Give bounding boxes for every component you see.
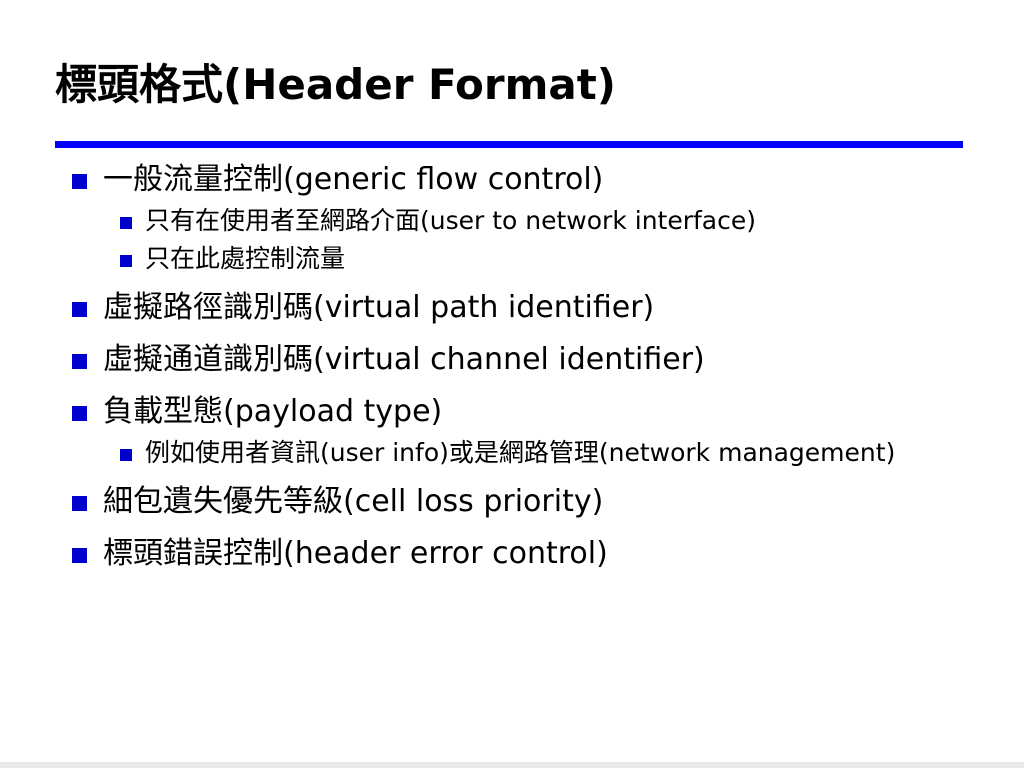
square-bullet-icon bbox=[120, 217, 132, 229]
title-underline bbox=[55, 141, 963, 148]
sub-bullet-text: 只在此處控制流量 bbox=[145, 244, 346, 273]
bullet-item: 一般流量控制(generic flow control) bbox=[70, 160, 960, 200]
bullet-list: 一般流量控制(generic flow control) 只有在使用者至網路介面… bbox=[70, 160, 960, 574]
sub-bullet-item: 只有在使用者至網路介面(user to network interface) bbox=[70, 204, 960, 238]
bullet-text: 一般流量控制(generic flow control) bbox=[103, 162, 604, 197]
bullet-item: 負載型態(payload type) bbox=[70, 392, 960, 432]
bullet-item: 細包遺失優先等級(cell loss priority) bbox=[70, 482, 960, 522]
square-bullet-icon bbox=[120, 255, 132, 267]
square-bullet-icon bbox=[72, 406, 87, 421]
bullet-text: 負載型態(payload type) bbox=[103, 394, 443, 429]
bullet-text: 虛擬路徑識別碼(virtual path identifier) bbox=[103, 290, 655, 325]
square-bullet-icon bbox=[120, 449, 132, 461]
bullet-item: 標頭錯誤控制(header error control) bbox=[70, 534, 960, 574]
bullet-text: 細包遺失優先等級(cell loss priority) bbox=[103, 484, 604, 519]
slide-title: 標頭格式(Header Format) bbox=[55, 60, 616, 109]
sub-bullet-text: 只有在使用者至網路介面(user to network interface) bbox=[145, 206, 756, 235]
square-bullet-icon bbox=[72, 354, 87, 369]
bullet-text: 虛擬通道識別碼(virtual channel identifier) bbox=[103, 342, 705, 377]
square-bullet-icon bbox=[72, 302, 87, 317]
square-bullet-icon bbox=[72, 174, 87, 189]
square-bullet-icon bbox=[72, 548, 87, 563]
bullet-text: 標頭錯誤控制(header error control) bbox=[103, 536, 608, 571]
bullet-item: 虛擬通道識別碼(virtual channel identifier) bbox=[70, 340, 960, 380]
square-bullet-icon bbox=[72, 496, 87, 511]
bottom-edge bbox=[0, 762, 1024, 768]
sub-bullet-text: 例如使用者資訊(user info)或是網路管理(network managem… bbox=[145, 438, 896, 467]
bullet-item: 虛擬路徑識別碼(virtual path identifier) bbox=[70, 288, 960, 328]
sub-bullet-item: 例如使用者資訊(user info)或是網路管理(network managem… bbox=[70, 436, 960, 470]
sub-bullet-item: 只在此處控制流量 bbox=[70, 242, 960, 276]
